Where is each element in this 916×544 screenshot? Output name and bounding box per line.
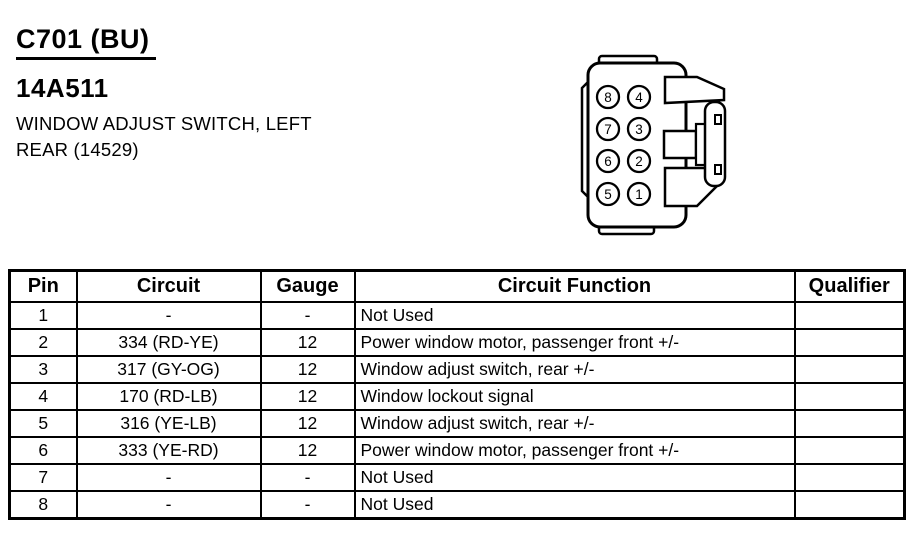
header-cell-circuit-function: Circuit Function [353,269,796,303]
qualifier-cell [793,382,906,411]
pin-cell: 6 [8,436,78,465]
table-row: 7 - - Not Used [8,463,906,492]
circuit-function-cell: Power window motor, passenger front +/- [353,436,796,465]
pin-number: 7 [604,122,612,137]
header-cell-gauge: Gauge [259,269,356,303]
pin-number: 3 [635,122,643,137]
pin-cell: 5 [8,409,78,438]
pin-circle [626,148,652,174]
pin-cell: 7 [8,463,78,492]
connector-diagram: 8 7 6 5 4 3 2 1 [580,54,727,236]
connector-id-title: C701 (BU) [16,24,156,60]
circuit-cell: - [75,301,262,330]
pin-number: 2 [635,154,643,169]
circuit-function-cell: Window adjust switch, rear +/- [353,409,796,438]
qualifier-cell [793,463,906,492]
circuit-function-cell: Not Used [353,301,796,330]
table-header-row: Pin Circuit Gauge Circuit Function Quali… [8,269,906,303]
qualifier-cell [793,490,906,520]
pin-cell: 4 [8,382,78,411]
pin-cell: 3 [8,355,78,384]
table-row: 2 334 (RD-YE) 12 Power window motor, pas… [8,328,906,357]
header-cell-qualifier: Qualifier [793,269,906,303]
gauge-cell: 12 [259,355,356,384]
pin-circle [595,84,621,110]
table-row: 6 333 (YE-RD) 12 Power window motor, pas… [8,436,906,465]
pin-number: 1 [635,187,643,202]
circuit-cell: 333 (YE-RD) [75,436,262,465]
header-cell-circuit: Circuit [75,269,262,303]
pin-circle [626,116,652,142]
header-cell-pin: Pin [8,269,78,303]
qualifier-cell [793,328,906,357]
connector-latch-notch-top [714,114,722,125]
table-row: 8 - - Not Used [8,490,906,520]
connector-latch-window [662,129,698,160]
circuit-cell: - [75,490,262,520]
pin-number: 6 [604,154,612,169]
pin-circle [595,148,621,174]
table-row: 4 170 (RD-LB) 12 Window lockout signal [8,382,906,411]
pin-circle [626,84,652,110]
connector-description: WINDOW ADJUST SWITCH, LEFT REAR (14529) [16,111,312,163]
gauge-cell: - [259,463,356,492]
table-row: 3 317 (GY-OG) 12 Window adjust switch, r… [8,355,906,384]
gauge-cell: 12 [259,409,356,438]
qualifier-cell [793,409,906,438]
table-row: 5 316 (YE-LB) 12 Window adjust switch, r… [8,409,906,438]
pin-circle [626,181,652,207]
gauge-cell: - [259,301,356,330]
gauge-cell: - [259,490,356,520]
part-number: 14A511 [16,73,109,103]
table-row: 1 - - Not Used [8,301,906,330]
gauge-cell: 12 [259,382,356,411]
pin-cell: 2 [8,328,78,357]
circuit-cell: 334 (RD-YE) [75,328,262,357]
qualifier-cell [793,301,906,330]
pin-circle [595,116,621,142]
pinout-table: Pin Circuit Gauge Circuit Function Quali… [8,269,906,520]
gauge-cell: 12 [259,328,356,357]
pin-circle [595,181,621,207]
circuit-cell: 316 (YE-LB) [75,409,262,438]
pin-number: 5 [604,187,612,202]
pin-cell: 1 [8,301,78,330]
circuit-cell: 317 (GY-OG) [75,355,262,384]
circuit-function-cell: Not Used [353,463,796,492]
gauge-cell: 12 [259,436,356,465]
description-line-2: REAR (14529) [16,139,139,160]
description-line-1: WINDOW ADJUST SWITCH, LEFT [16,113,312,134]
connector-top-wing [663,75,726,105]
circuit-function-cell: Window adjust switch, rear +/- [353,355,796,384]
pin-number: 4 [635,90,643,105]
pin-number: 8 [604,90,612,105]
qualifier-cell [793,436,906,465]
circuit-function-cell: Power window motor, passenger front +/- [353,328,796,357]
circuit-function-cell: Not Used [353,490,796,520]
qualifier-cell [793,355,906,384]
circuit-cell: 170 (RD-LB) [75,382,262,411]
pin-cell: 8 [8,490,78,520]
circuit-function-cell: Window lockout signal [353,382,796,411]
connector-latch-notch-bottom [714,164,722,175]
circuit-cell: - [75,463,262,492]
